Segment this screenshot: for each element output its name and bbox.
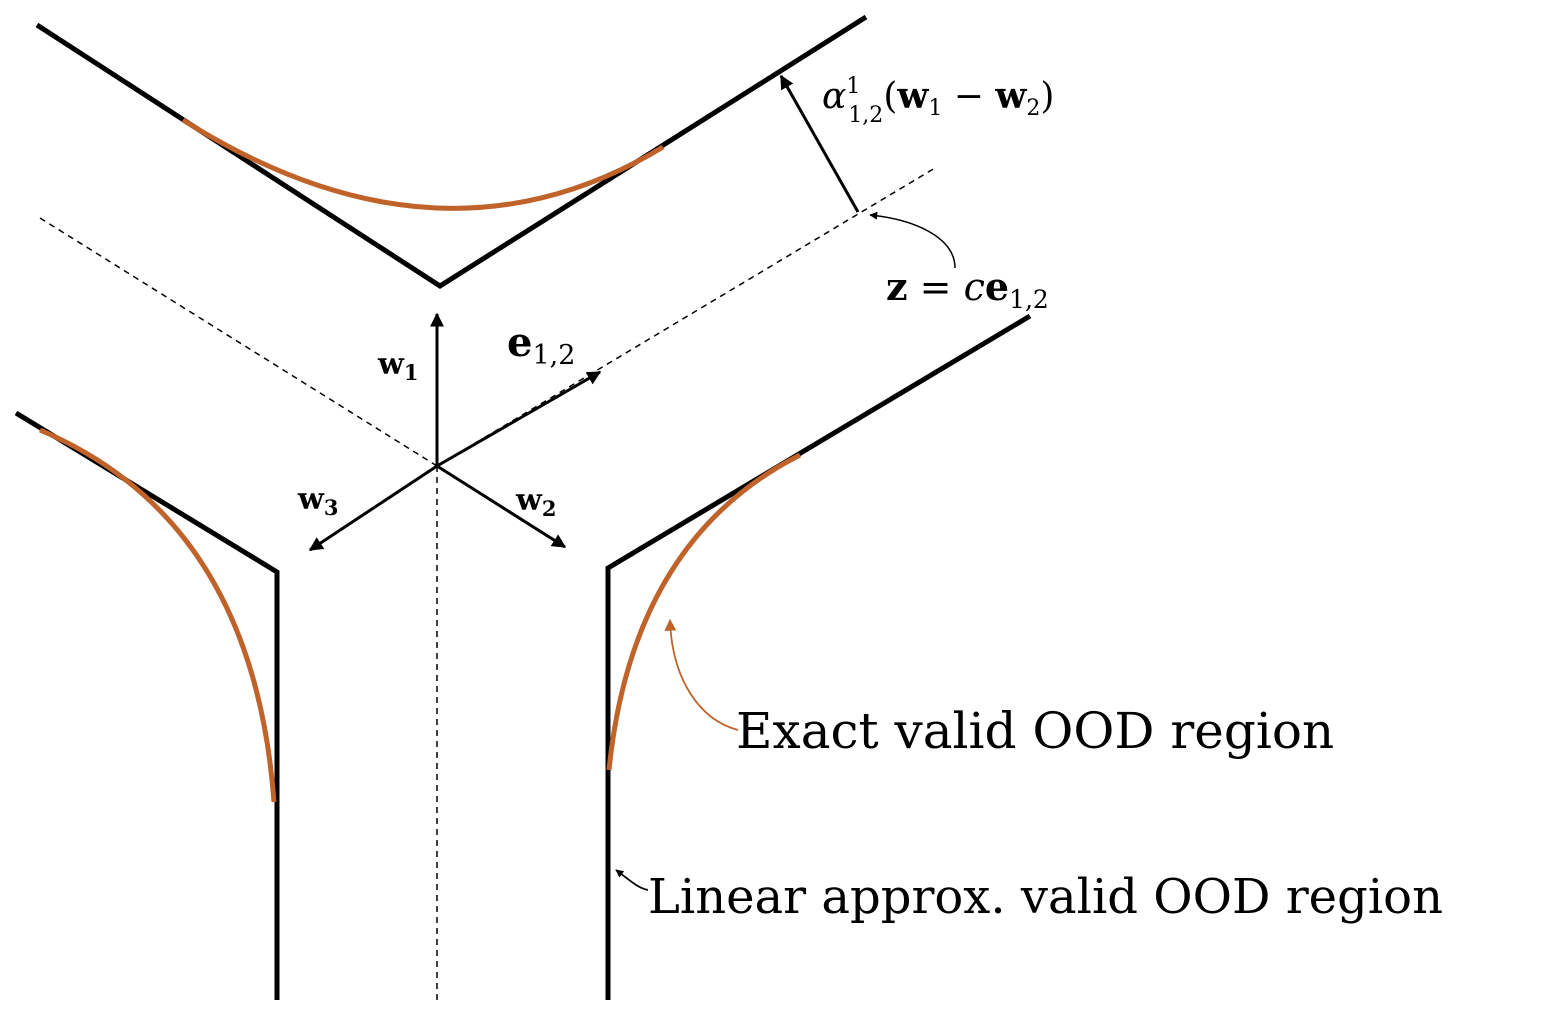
w3-label: w3 — [297, 482, 338, 520]
e12-arrow — [436, 370, 602, 468]
z-callout-arrow — [869, 211, 956, 269]
linear-callout-arrow — [615, 869, 649, 891]
e12-label: e1,2 — [507, 319, 575, 371]
linear-boundary-left — [14, 410, 280, 1000]
linear-region-label: Linear approx. valid OOD region — [648, 869, 1443, 925]
z-label: z = ce1,2 — [886, 264, 1049, 314]
w1-label: w1 — [377, 347, 418, 385]
exact-curve-left — [39, 427, 277, 803]
exact-region-label: Exact valid OOD region — [736, 702, 1334, 760]
w2-arrow — [436, 464, 567, 549]
w2-label: w2 — [515, 483, 556, 521]
dashed-boundary-left — [39, 217, 438, 467]
dashed-boundary-right — [436, 167, 936, 467]
exact-curve-top — [181, 117, 665, 211]
exact-curve-right — [606, 452, 802, 771]
linear-boundary-top — [35, 14, 868, 289]
linear-boundary-right — [605, 313, 1032, 1000]
w3-arrow — [308, 464, 438, 552]
alpha-offset-arrow — [779, 74, 860, 213]
exact-callout-arrow — [664, 618, 739, 731]
